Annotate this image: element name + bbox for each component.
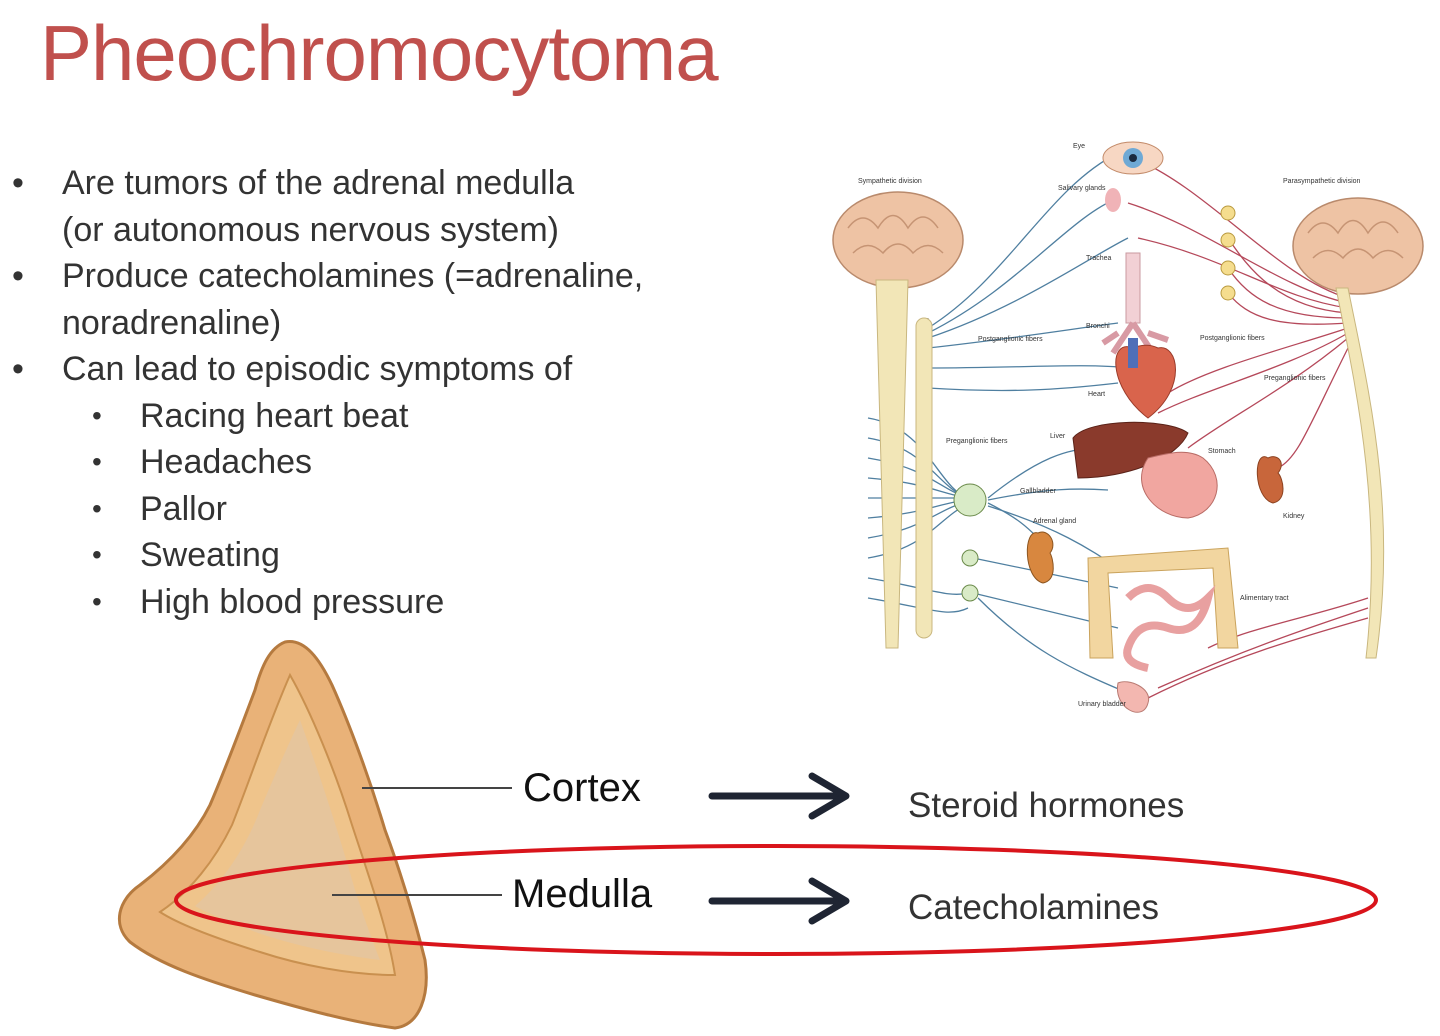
arrow-right-icon [708, 877, 850, 925]
medulla-label: Medulla [512, 872, 653, 916]
bullet-dot-icon: • [92, 539, 102, 570]
symptom-item: • High blood pressure [0, 579, 820, 626]
bullet-line: Can lead to episodic symptoms of [62, 350, 573, 388]
bullet-item: • Produce catecholamines (=adrenaline, n… [0, 253, 820, 346]
organ-label: Adrenal gland [1033, 518, 1076, 525]
bullet-item: • Can lead to episodic symptoms of [0, 346, 820, 393]
slide-title: Pheochromocytoma [40, 9, 719, 97]
organ-label: Stomach [1208, 448, 1236, 455]
fiber-label: Preganglionic fibers [1264, 375, 1326, 382]
sympathetic-chain-illustration [915, 317, 933, 639]
liver-illustration [1072, 421, 1189, 479]
symptom-text: Pallor [140, 489, 227, 528]
adrenal-gland-small-illustration [1026, 531, 1054, 584]
adrenal-section: Cortex Medulla Steroid hormones Catechol… [0, 630, 1440, 1036]
organ-label: Alimentary tract [1240, 595, 1289, 602]
salivary-gland-illustration [1105, 188, 1121, 212]
bullet-line: (or autonomous nervous system) [62, 210, 559, 249]
celiac-ganglion-illustration [953, 483, 987, 602]
arrow-right-icon [708, 772, 850, 820]
brain-left-illustration [832, 191, 964, 649]
bullet-dot-icon: • [92, 399, 102, 431]
bullet-dot-icon: • [92, 446, 102, 477]
medulla-highlight-ellipse [174, 844, 1378, 956]
bullet-dot-icon: • [92, 492, 102, 524]
organ-label: Urinary bladder [1078, 701, 1127, 708]
eye-illustration [1102, 141, 1164, 175]
intestines-illustration [1087, 547, 1239, 672]
symptom-item: • Headaches [0, 439, 820, 486]
ganglia-illustration [1220, 205, 1236, 301]
bullet-dot-icon: • [12, 164, 24, 202]
bullet-item: • Are tumors of the adrenal medulla (or … [0, 160, 820, 253]
sympathetic-division-label: Sympathetic division [858, 178, 922, 185]
trachea-illustration [1101, 252, 1169, 355]
fiber-label: Preganglionic fibers [946, 438, 1008, 445]
catecholamines-label: Catecholamines [908, 888, 1159, 927]
brain-right-illustration [1292, 197, 1424, 659]
bullet-dot-icon: • [12, 350, 24, 388]
steroid-hormones-label: Steroid hormones [908, 786, 1185, 825]
organ-label: Bronchi [1086, 323, 1110, 330]
bullet-line: Produce catecholamines (=adrenaline, [62, 257, 644, 295]
organ-label: Kidney [1283, 513, 1305, 520]
fiber-label: Postganglionic fibers [978, 336, 1043, 343]
bullet-dot-icon: • [12, 257, 24, 295]
organ-label: Salivary glands [1058, 185, 1106, 192]
organ-label: Gallbladder [1020, 488, 1056, 495]
urinary-bladder-illustration [1117, 681, 1150, 713]
organ-label: Liver [1050, 433, 1066, 440]
fiber-label: Postganglionic fibers [1200, 335, 1265, 342]
heart-illustration [1115, 338, 1176, 419]
cortex-label: Cortex [523, 766, 641, 810]
stomach-illustration [1141, 451, 1218, 519]
symptom-text: Headaches [140, 443, 313, 481]
symptom-item: • Sweating [0, 532, 820, 579]
symptom-text: High blood pressure [140, 582, 445, 621]
parasympathetic-division-label: Parasympathetic division [1283, 178, 1361, 185]
symptom-item: • Pallor [0, 486, 820, 533]
organ-label: Heart [1088, 391, 1105, 398]
adrenal-graphics [118, 640, 1378, 1030]
organ-label: Eye [1073, 143, 1085, 150]
symptom-text: Sweating [140, 536, 280, 574]
diagram-labels: Sympathetic division Parasympathetic div… [858, 143, 1361, 708]
bullet-dot-icon: • [92, 585, 102, 617]
autonomic-nervous-system-diagram: Sympathetic division Parasympathetic div… [832, 141, 1424, 713]
symptom-item: • Racing heart beat [0, 393, 820, 440]
bullet-line: noradrenaline) [62, 303, 282, 342]
kidney-illustration [1256, 456, 1284, 504]
bullet-list: • Are tumors of the adrenal medulla (or … [0, 160, 820, 625]
organ-label: Trachea [1086, 255, 1112, 262]
symptom-text: Racing heart beat [140, 396, 409, 435]
bullet-line: Are tumors of the adrenal medulla [62, 164, 575, 202]
